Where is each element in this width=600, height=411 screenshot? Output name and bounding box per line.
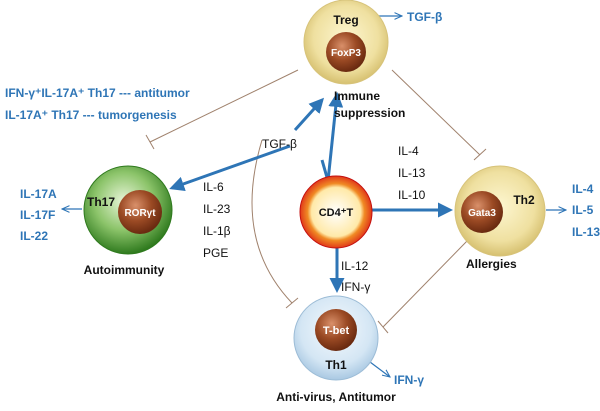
th1-secreted-cytokine: IFN-γ [394, 373, 424, 387]
th17-cytokine-1: IL-17A [20, 187, 57, 201]
inhibit-bar-th1 [285, 297, 299, 309]
inhibition-lines [145, 69, 487, 334]
th2-cytokine-1: IL-4 [572, 182, 594, 196]
inducer-th17-3: IL-1β [203, 224, 231, 238]
annotation-line-2: IL-17A⁺ Th17 --- tumorgenesis [5, 108, 177, 122]
th17-cell: Th17 RORγt [83, 165, 173, 255]
th17-caption: Autoimmunity [84, 263, 165, 277]
treg-caption-line1: Immune [334, 89, 380, 103]
th2-nucleus [461, 191, 503, 233]
th1-tf-label: T-bet [323, 325, 350, 337]
th17-annotation: IFN-γ⁺IL-17A⁺ Th17 --- antitumor IL-17A⁺… [5, 86, 190, 122]
treg-secreted-cytokine: TGF-β [407, 10, 442, 24]
th2-cytokine-3: IL-13 [572, 225, 600, 239]
cd4-label: CD4⁺T [319, 207, 354, 219]
th17-label: Th17 [87, 195, 115, 209]
th2-cytokine-2: IL-5 [572, 203, 594, 217]
th1-nucleus [315, 309, 357, 351]
differentiation-arrows [169, 92, 453, 293]
annotation-line-1: IFN-γ⁺IL-17A⁺ Th17 --- antitumor [5, 86, 190, 100]
inducer-th2-3: IL-10 [398, 188, 426, 202]
inducer-th1-2: IFN-γ [341, 280, 370, 294]
treg-caption-line2: suppression [334, 106, 405, 120]
th17-tf-label: RORγt [124, 208, 156, 219]
inhibit-bar-th2 [473, 148, 487, 161]
th17-cytokine-3: IL-22 [20, 229, 48, 243]
cd4-cell: CD4⁺T [299, 175, 373, 249]
th17-cytokine-2: IL-17F [20, 208, 55, 222]
inducer-th17-2: IL-23 [203, 202, 231, 216]
treg-nucleus [326, 32, 366, 72]
inducer-th2-1: IL-4 [398, 144, 419, 158]
inducers-th17: IL-6 IL-23 IL-1β PGE [203, 180, 231, 260]
th1-label: Th1 [325, 358, 347, 372]
inducer-th17-1: IL-6 [203, 180, 224, 194]
th2-caption: Allergies [466, 257, 517, 271]
inhibit-treg-to-th2 [391, 69, 481, 156]
inducer-th17-4: PGE [203, 246, 228, 260]
th1-caption: Anti-virus, Antitumor [276, 390, 396, 404]
th2-label: Th2 [513, 193, 535, 207]
th2-tf-label: Gata3 [468, 208, 496, 219]
arrow-th1-secretes [369, 361, 390, 377]
treg-tf-label: FoxP3 [331, 48, 361, 59]
arrow-tgfb-up-to-treg [293, 97, 325, 132]
inducers-th2: IL-4 IL-13 IL-10 [398, 144, 426, 202]
inhibit-bar-th17 [145, 134, 155, 150]
inducer-th2-2: IL-13 [398, 166, 426, 180]
th2-cell: Gata3 Th2 [454, 165, 546, 257]
th17-cytokine-list: IL-17A IL-17F IL-22 [20, 187, 57, 243]
inhibit-th17-to-th1 [251, 139, 293, 304]
inducer-th1-1: IL-12 [341, 259, 369, 273]
inhibit-treg-to-th17 [149, 69, 299, 143]
inducers-th1: IL-12 IFN-γ [341, 259, 370, 294]
arrow-cd4-to-treg [326, 92, 344, 182]
th17-nucleus [118, 190, 162, 234]
treg-cell: Treg FoxP3 [303, 0, 389, 85]
arrow-tgfb-to-th17 [169, 144, 291, 192]
inhibit-th2-to-th1 [382, 239, 469, 328]
th1-cell: T-bet Th1 [293, 295, 379, 381]
inhibit-bar-th1-right [377, 320, 389, 334]
inducer-tgfb-label: TGF-β [262, 137, 297, 151]
secretion-arrows [62, 16, 566, 377]
treg-label: Treg [333, 13, 358, 27]
th2-cytokine-list: IL-4 IL-5 IL-13 [572, 182, 600, 239]
cd4-outer [299, 175, 373, 249]
